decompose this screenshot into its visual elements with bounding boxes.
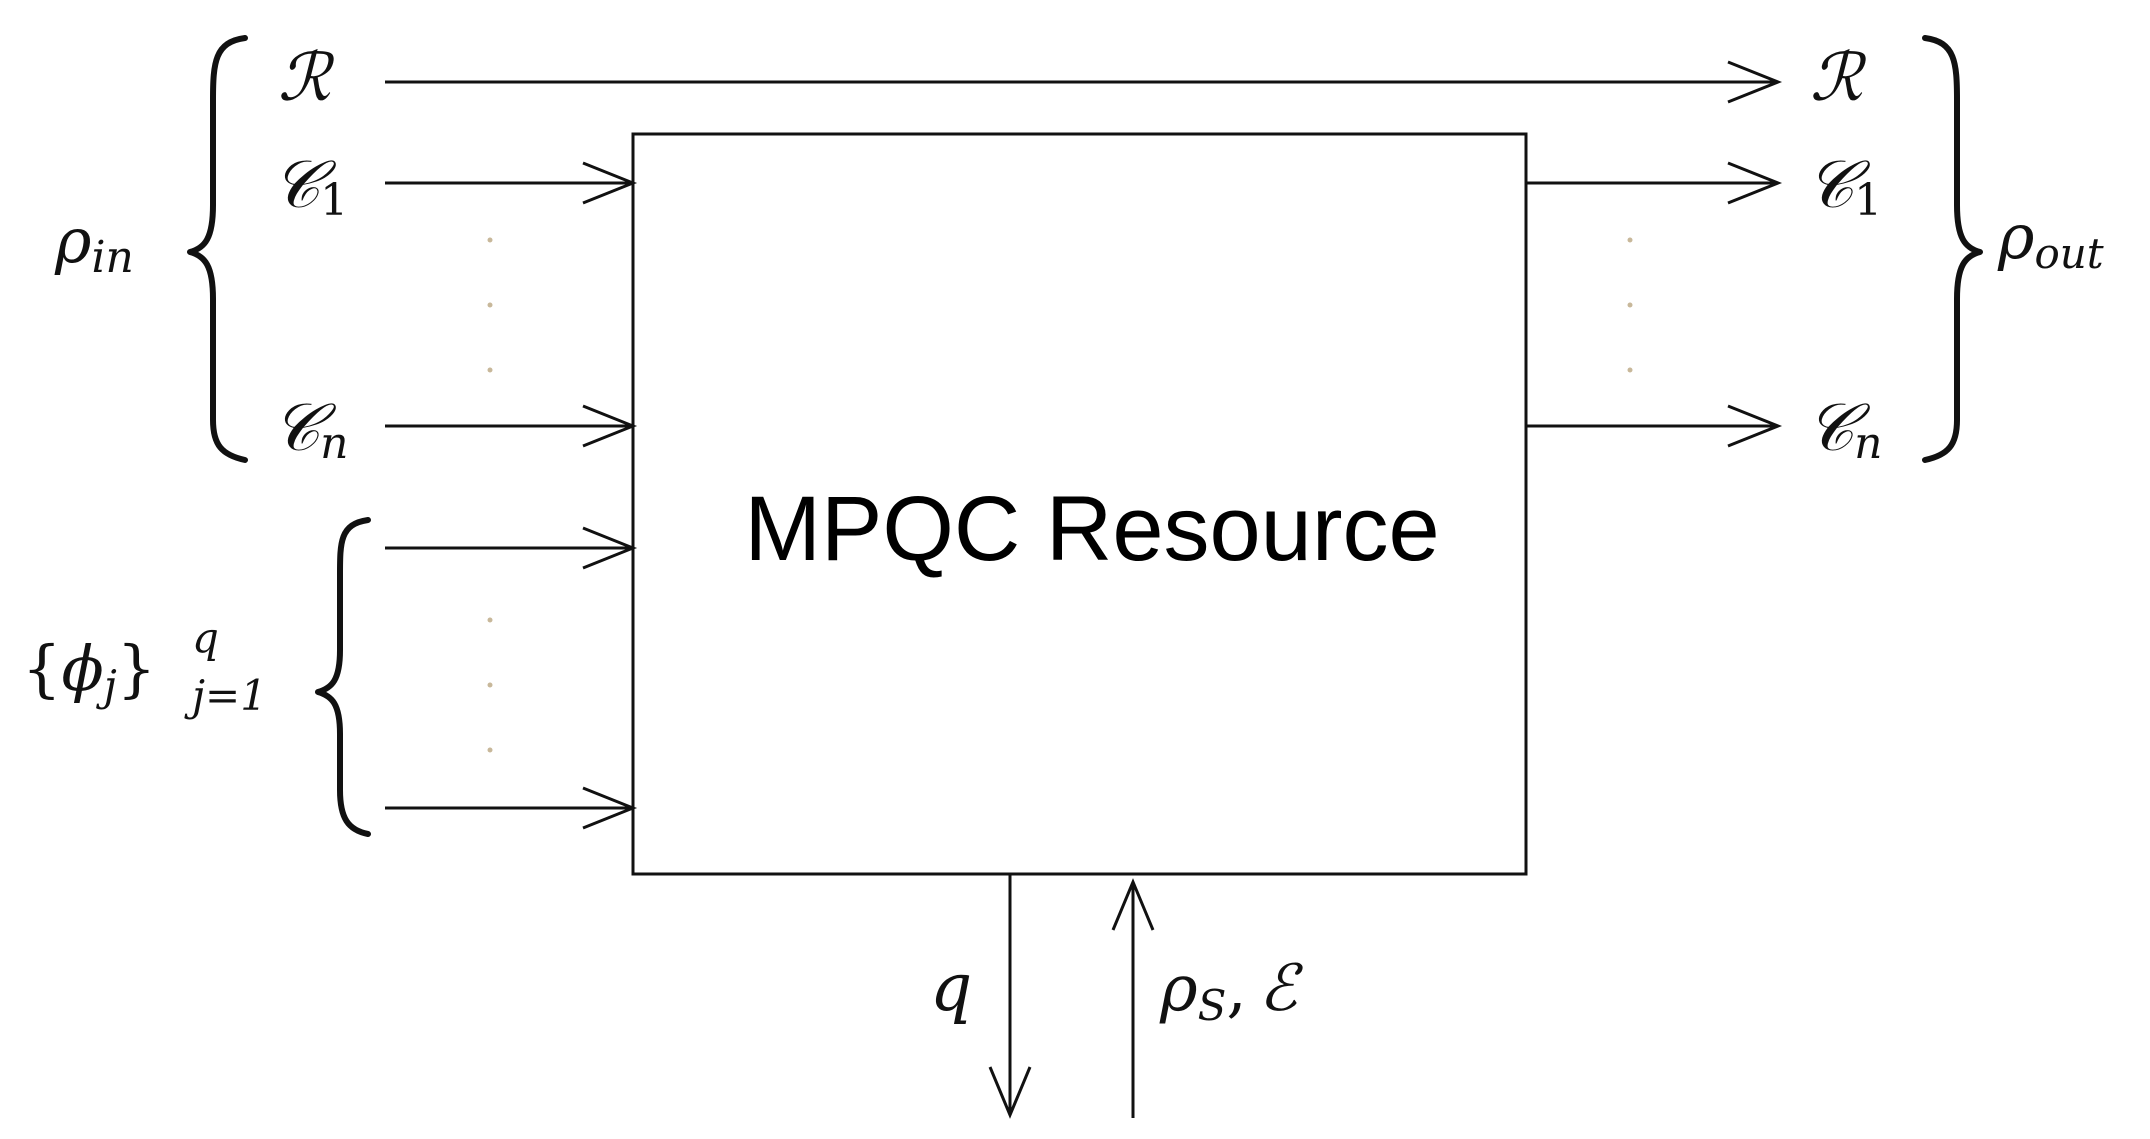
right-register-c1-label: 𝒞1 [1806,146,1882,226]
q-output-arrowhead [988,1066,1032,1119]
phi-ellipsis [487,617,493,753]
phi-last-arrowhead [582,786,638,830]
phi-brace [315,517,371,837]
right-register-ellipsis [1627,237,1633,373]
rho-out-brace [1922,35,1983,463]
cn-input-arrowhead [582,404,638,448]
rho-in-label: ρin [54,204,134,283]
phi-group-superscript: q [192,613,219,662]
phi-group-label: {ϕj} [22,632,156,710]
rho-in-brace [187,35,248,463]
left-register-c1-label: 𝒞1 [272,146,348,226]
rhoS-epsilon-label: ρS,ℰ [1159,952,1304,1030]
left-register-ellipsis [487,237,493,373]
c1-output-arrowhead [1727,161,1783,205]
left-register-cn-label: 𝒞n [272,389,348,469]
phi-group-subscript: j=1 [184,671,267,720]
phi-first-arrowhead [582,526,638,570]
mpqc-resource-box [631,132,1528,876]
right-register-r-label: ℛ [1810,39,1867,116]
right-register-cn-label: 𝒞n [1806,389,1882,469]
rho-out-label: ρout [1997,200,2104,278]
q-label: q [930,949,972,1026]
c1-input-arrowhead [582,161,638,205]
box-label: MPQC Resource [744,478,1439,580]
cn-output-arrowhead [1727,404,1783,448]
left-register-r-label: ℛ [278,39,335,116]
r-wire-arrowhead [1727,60,1783,104]
rhoS-input-arrowhead [1111,878,1155,931]
